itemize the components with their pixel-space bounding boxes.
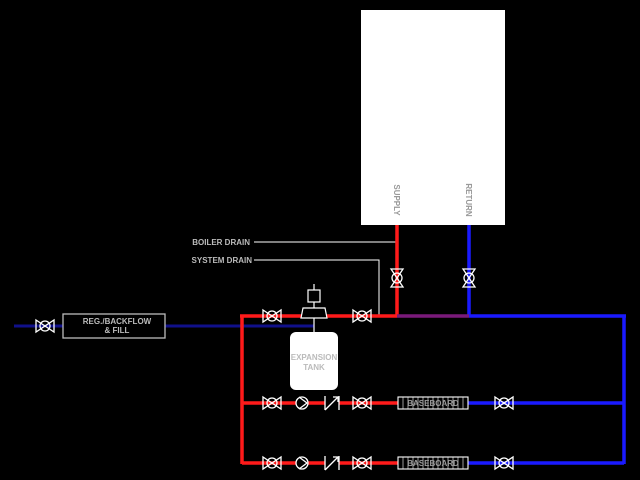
zone1-baseboard xyxy=(397,396,469,410)
zone1-baseboard-label: BASEBOARD xyxy=(407,399,459,408)
zone1-circulator-pump-icon xyxy=(295,396,309,410)
air-separator xyxy=(300,284,328,332)
tank-label: TANK xyxy=(303,363,325,372)
expansion-tank-label: EXPANSION xyxy=(291,353,338,362)
system-drain-leader xyxy=(254,259,380,316)
zone2-baseboard xyxy=(397,456,469,470)
boiler-return-label: RETURN xyxy=(464,183,473,217)
boiler-drain-label: BOILER DRAIN xyxy=(192,238,250,247)
expansion-tank xyxy=(290,332,338,390)
zone2-check-valve-icon xyxy=(324,455,340,471)
reg-backflow-label: REG./BACKFLOW xyxy=(83,317,152,326)
system-drain-label: SYSTEM DRAIN xyxy=(192,256,253,265)
zone2-baseboard-label: BASEBOARD xyxy=(407,459,459,468)
zone2-circulator-pump-icon xyxy=(295,456,309,470)
reg-backflow-fill-box xyxy=(62,313,166,339)
boiler xyxy=(361,10,505,225)
boiler-supply-label: SUPPLY xyxy=(392,184,401,216)
zone1-check-valve-icon xyxy=(324,395,340,411)
fill-label: & FILL xyxy=(105,326,130,335)
